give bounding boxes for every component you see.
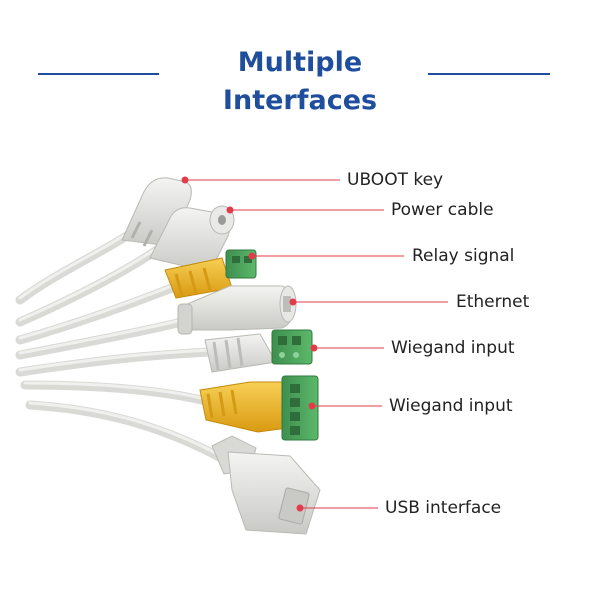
title-line-2: Interfaces <box>222 85 378 116</box>
label-uboot-key: UBOOT key <box>347 170 444 190</box>
label-usb-interface: USB interface <box>385 498 502 518</box>
label-ethernet: Ethernet <box>456 292 530 312</box>
label-relay-signal: Relay signal <box>412 246 515 266</box>
wiegand-1-connector <box>204 329 313 373</box>
cable-usb <box>25 400 230 465</box>
relay-connector <box>164 249 257 299</box>
label-wiegand-input-2: Wiegand input <box>389 396 513 416</box>
usb-connector <box>211 435 321 535</box>
wiegand-2-connector <box>199 375 319 441</box>
cable-wiegand-1 <box>15 347 215 377</box>
page-title: Multiple Interfaces <box>0 44 600 120</box>
cable-wiegand-2 <box>20 380 215 407</box>
cable-ethernet <box>15 315 195 360</box>
ethernet-connector <box>177 285 297 335</box>
title-rule-right <box>428 73 550 75</box>
label-wiegand-input-1: Wiegand input <box>391 338 515 358</box>
label-power-cable: Power cable <box>391 200 494 220</box>
title-rule-left <box>38 73 159 75</box>
cable-relay <box>15 280 185 345</box>
power-connector <box>149 205 235 273</box>
cable-power <box>15 243 165 327</box>
title-line-1: Multiple <box>237 47 363 78</box>
